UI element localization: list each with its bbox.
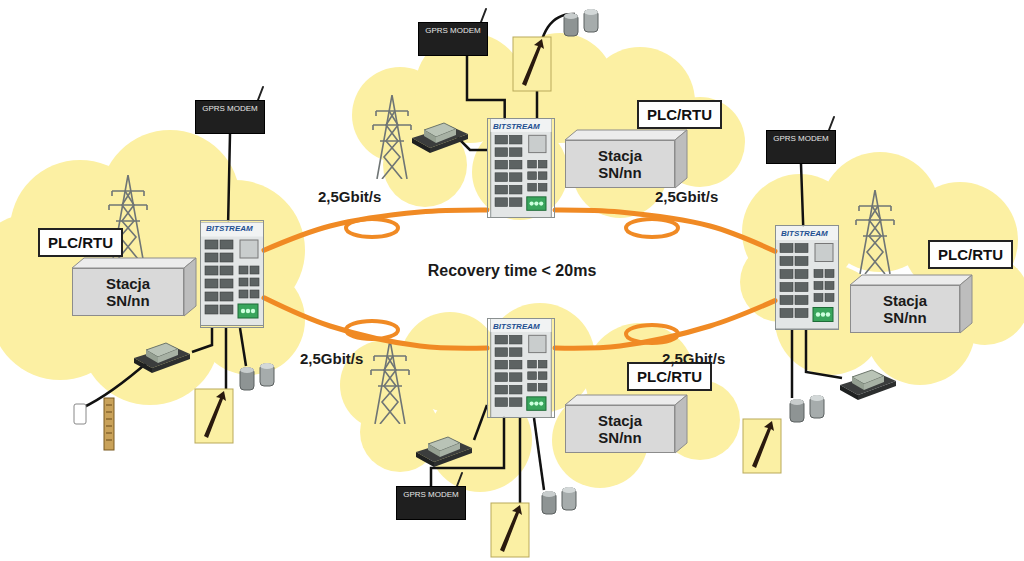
relay-device bbox=[134, 343, 190, 373]
relay-device bbox=[840, 370, 896, 400]
station-box: Stacja SN/nn bbox=[565, 140, 675, 188]
relay-device bbox=[412, 123, 468, 153]
node-text: Stacja SN/nn bbox=[873, 292, 937, 326]
fiber-coil bbox=[346, 219, 398, 237]
cloud-area bbox=[352, 33, 745, 220]
arrow-card bbox=[743, 419, 781, 473]
ethernet-switch: BITSTREAM bbox=[487, 318, 555, 418]
node-text: PLC/RTU bbox=[637, 368, 702, 385]
gprs-modem: GPRS MODEM bbox=[396, 486, 466, 520]
cloud-area bbox=[740, 152, 1024, 385]
switch-body bbox=[491, 118, 552, 217]
thermometer bbox=[74, 398, 114, 450]
plc-rtu-box: PLC/RTU bbox=[928, 240, 1013, 269]
link-speed: 2,5Gbit/s bbox=[655, 188, 718, 205]
node-text: Stacja SN/nn bbox=[588, 147, 652, 181]
modem-cable bbox=[801, 164, 803, 225]
link-speed: 2,5Gbit/s bbox=[662, 350, 725, 367]
node-text: PLC/RTU bbox=[938, 246, 1003, 263]
brand-logo: BITSTREAM bbox=[493, 122, 550, 132]
cloud-area bbox=[0, 130, 305, 405]
ethernet-switch: BITSTREAM bbox=[200, 220, 264, 328]
brand-logo: BITSTREAM bbox=[781, 229, 834, 239]
plc-rtu-box: PLC/RTU bbox=[637, 100, 722, 129]
fiber-link bbox=[555, 210, 775, 251]
fiber-coil bbox=[626, 219, 678, 237]
station-box-faces bbox=[72, 130, 972, 453]
reed-sensor bbox=[542, 487, 576, 514]
node-text: Stacja SN/nn bbox=[96, 275, 160, 309]
modem-cable bbox=[467, 56, 505, 118]
gprs-modem: GPRS MODEM bbox=[418, 22, 488, 56]
fiber-coil bbox=[346, 321, 398, 339]
reed-sensor bbox=[790, 395, 824, 422]
modem-cable bbox=[431, 418, 504, 486]
network-note: Recovery time < 20ms bbox=[428, 262, 597, 280]
modem-cable bbox=[228, 134, 230, 220]
station-box: Stacja SN/nn bbox=[850, 285, 960, 333]
node-text: GPRS MODEM bbox=[769, 134, 833, 143]
link-speed: 2,5Gbit/s bbox=[300, 350, 363, 367]
brand-logo: BITSTREAM bbox=[493, 322, 550, 332]
reed-sensor bbox=[564, 9, 598, 36]
gprs-modem: GPRS MODEM bbox=[766, 130, 836, 164]
node-text: GPRS MODEM bbox=[421, 26, 485, 35]
ethernet-switch: BITSTREAM bbox=[775, 225, 839, 330]
relay-device bbox=[416, 437, 472, 467]
brand-logo: BITSTREAM bbox=[206, 224, 259, 234]
link-speed: 2,5Gbit/s bbox=[318, 188, 381, 205]
ethernet-switch: BITSTREAM bbox=[487, 118, 555, 218]
power-tower bbox=[373, 95, 411, 179]
switch-body bbox=[776, 226, 839, 329]
fiber-link bbox=[264, 210, 487, 250]
node-text: Stacja SN/nn bbox=[588, 412, 652, 446]
reed-sensor bbox=[240, 363, 274, 390]
fiber-coil bbox=[626, 325, 678, 343]
node-text: PLC/RTU bbox=[647, 106, 712, 123]
gprs-modem: GPRS MODEM bbox=[195, 100, 265, 134]
station-box: Stacja SN/nn bbox=[72, 268, 184, 316]
device-cable bbox=[82, 14, 842, 504]
switch-body bbox=[491, 318, 552, 417]
arrow-card bbox=[491, 503, 529, 557]
station-box: Stacja SN/nn bbox=[565, 405, 675, 453]
node-text: GPRS MODEM bbox=[198, 104, 262, 113]
power-tower bbox=[856, 190, 894, 274]
cloud-area bbox=[340, 303, 740, 492]
power-tower bbox=[371, 340, 409, 424]
fiber-link bbox=[264, 298, 487, 348]
arrow-card bbox=[513, 37, 551, 91]
switch-body bbox=[201, 223, 264, 326]
plc-rtu-box: PLC/RTU bbox=[38, 228, 123, 257]
node-text: GPRS MODEM bbox=[399, 490, 463, 499]
fiber-link bbox=[555, 301, 775, 349]
arrow-card bbox=[195, 389, 233, 443]
node-text: PLC/RTU bbox=[48, 234, 113, 251]
modem-antenna bbox=[258, 9, 834, 486]
